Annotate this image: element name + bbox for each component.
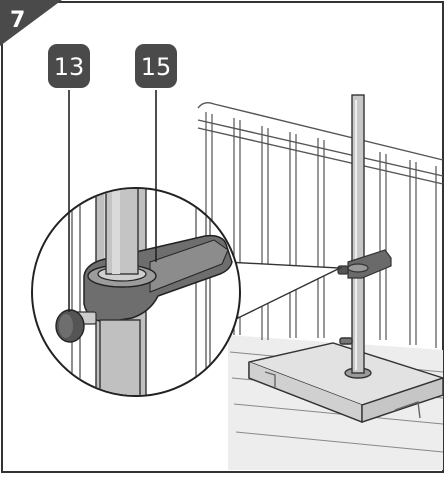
callout-label-15: 15	[141, 53, 172, 81]
callout-label-13: 13	[54, 53, 85, 81]
small-clamp	[337, 249, 392, 279]
zoom-detail	[31, 187, 241, 397]
callout-badge-13: 13	[48, 44, 90, 88]
step-number: 7	[10, 8, 25, 33]
step-badge: 7	[0, 0, 62, 46]
parasol-pole	[339, 94, 365, 374]
screw-part-13	[55, 309, 97, 343]
callout-badge-15: 15	[135, 44, 177, 88]
